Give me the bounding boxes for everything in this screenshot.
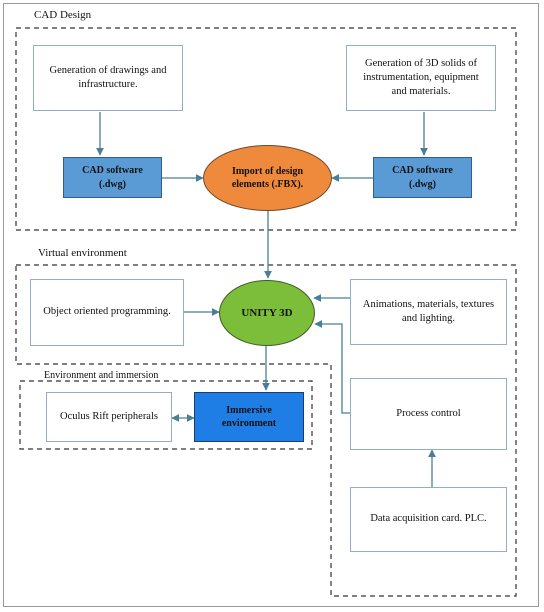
section-label-environment-immersion: Environment and immersion (44, 370, 159, 381)
node-import-design: Import of design elements (.FBX). (203, 145, 332, 211)
environment-immersion-region (19, 380, 313, 450)
node-process-control: Process control (350, 378, 507, 450)
node-solids: Generation of 3D solids of instrumentati… (346, 45, 496, 111)
section-label-virtual-environment: Virtual environment (38, 247, 127, 259)
node-oculus-rift: Oculus Rift peripherals (46, 392, 172, 442)
node-data-acquisition: Data acquisition card. PLC. (350, 487, 507, 552)
node-oop: Object oriented programming. (30, 279, 184, 346)
node-cad-software-left: CAD software (.dwg) (63, 157, 162, 198)
node-drawings: Generation of drawings and infrastructur… (33, 45, 183, 111)
node-immersive-environment: Immersive environment (194, 392, 304, 442)
arrow-process-to-unity (314, 320, 350, 414)
diagram-frame (3, 3, 539, 607)
node-unity-3d: UNITY 3D (219, 280, 315, 346)
section-label-cad-design: CAD Design (34, 9, 92, 21)
virtual-environment-region (15, 264, 517, 597)
node-cad-software-right: CAD software (.dwg) (373, 157, 472, 198)
node-animations: Animations, materials, textures and ligh… (350, 279, 507, 345)
